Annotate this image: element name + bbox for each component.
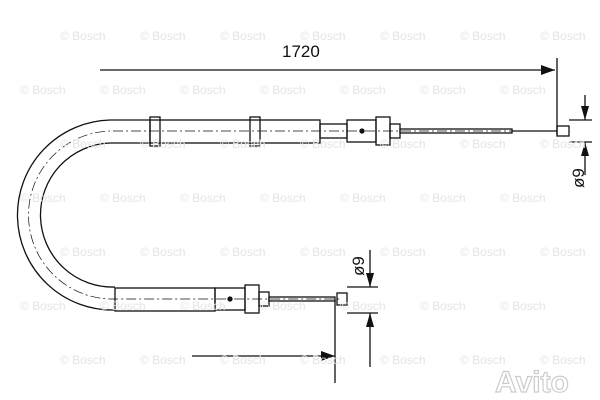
watermark-text: © Bosch [460, 137, 506, 151]
watermark-text: © Bosch [60, 137, 106, 151]
watermark-text: © Bosch [460, 245, 506, 259]
watermark-text: © Bosch [100, 191, 146, 205]
diameter-top-label: ø9 [569, 168, 588, 188]
watermark-text: © Bosch [420, 191, 466, 205]
fitting-hole [227, 296, 233, 302]
watermark-text: © Bosch [300, 137, 346, 151]
watermark-text: © Bosch [60, 245, 106, 259]
watermark-text: © Bosch [180, 299, 226, 313]
watermark-text: © Bosch [380, 245, 426, 259]
length-label: 1720 [282, 42, 320, 61]
bottom-end [336, 292, 348, 306]
bottom-wire [268, 296, 336, 302]
watermark-text: © Bosch [300, 353, 346, 367]
watermark-text: © Bosch [260, 191, 306, 205]
watermark-text: © Bosch [140, 353, 186, 367]
watermark-text: © Bosch [260, 83, 306, 97]
watermark-text: © Bosch [500, 191, 546, 205]
watermark-text: © Bosch [140, 137, 186, 151]
watermark-text: © Bosch [420, 299, 466, 313]
watermark-text: © Bosch [340, 299, 386, 313]
watermark-text: © Bosch [540, 245, 586, 259]
fitting-hole [359, 128, 365, 134]
watermark-text: © Bosch [500, 83, 546, 97]
watermark-text: © Bosch [180, 83, 226, 97]
watermark-text: © Bosch [540, 137, 586, 151]
watermark-text: © Bosch [60, 29, 106, 43]
watermark-text: © Bosch [380, 29, 426, 43]
clip-1 [149, 116, 161, 147]
sheath-outer [16, 119, 150, 311]
centerline [28, 130, 555, 300]
watermark-text: © Bosch [540, 29, 586, 43]
watermark-text: © Bosch [100, 83, 146, 97]
watermark-text: © Bosch [380, 137, 426, 151]
watermark-text: © Bosch [220, 353, 266, 367]
watermark-grid: © Bosch © Bosch © Bosch © Bosch © Bosch © Bos… [20, 29, 586, 367]
watermark-text: © Bosch [460, 29, 506, 43]
watermark-text: © Bosch [140, 29, 186, 43]
watermark-text: © Bosch [340, 83, 386, 97]
watermark-text: © Bosch [300, 29, 346, 43]
watermark-text: © Bosch [60, 353, 106, 367]
watermark-text: © Bosch [20, 83, 66, 97]
watermark-text: © Bosch [100, 299, 146, 313]
diameter-bottom-label: ø9 [349, 256, 368, 276]
top-end [556, 125, 570, 137]
watermark-text: © Bosch [260, 299, 306, 313]
watermark-text: © Bosch [140, 245, 186, 259]
watermark-text: © Bosch [460, 353, 506, 367]
watermark-text: © Bosch [380, 353, 426, 367]
watermark-text: © Bosch [300, 245, 346, 259]
watermark-text: © Bosch [540, 353, 586, 367]
watermark-text: © Bosch [20, 191, 66, 205]
watermark-text: © Bosch [220, 29, 266, 43]
watermark-text: © Bosch [420, 83, 466, 97]
watermark-text: © Bosch [340, 191, 386, 205]
clip-2 [249, 116, 261, 147]
watermark-text: © Bosch [20, 299, 66, 313]
watermark-text: © Bosch [220, 137, 266, 151]
watermark-text: © Bosch [180, 191, 226, 205]
watermark-text: © Bosch [220, 245, 266, 259]
arrowheads [321, 65, 589, 361]
avito-logo: Avito [495, 366, 569, 399]
sheath-inner [39, 142, 150, 288]
watermark-text: © Bosch [500, 299, 546, 313]
